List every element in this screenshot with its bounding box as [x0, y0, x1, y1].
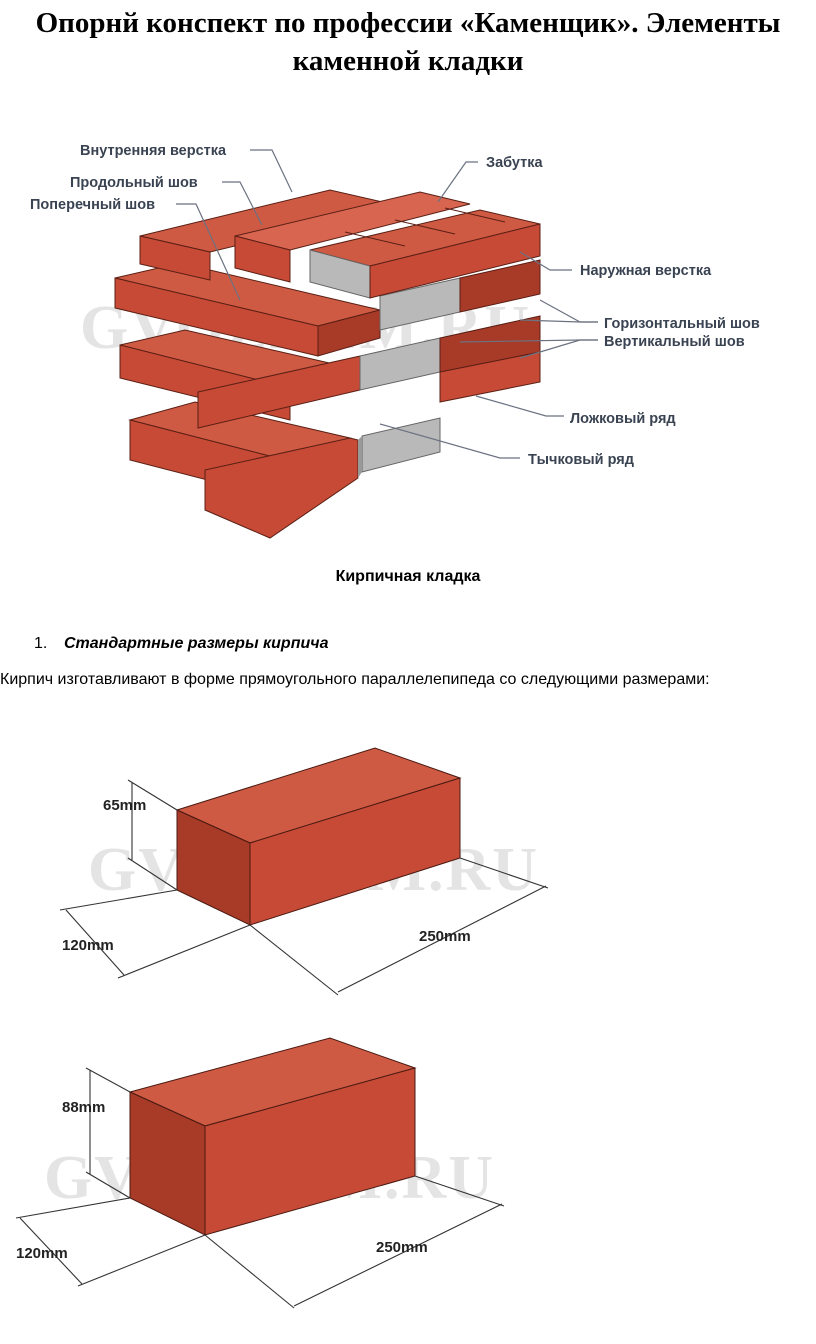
masonry-diagram: GVOZDEM.RU [30, 143, 760, 539]
brick-diagram-88: GVOZDEM.RU 88mm 120mm 250mm [15, 1037, 505, 1309]
masonry-figure: GVOZDEM.RU [0, 120, 816, 550]
dimension-width: 120mm [16, 1245, 68, 1262]
label-vertical-joint: Вертикальный шов [604, 334, 745, 350]
dimension-length: 250mm [419, 928, 471, 945]
label-inner-facing: Внутренняя верстка [80, 143, 227, 159]
course-upper [114, 259, 541, 357]
label-horizontal-joint: Горизонтальный шов [604, 316, 760, 332]
label-transverse-joint: Поперечный шов [30, 197, 155, 213]
course-middle [119, 315, 541, 429]
brick-diagram-65: GVOZDEM.RU 65mm 120mm 250mm [59, 747, 549, 996]
dimension-width: 120mm [62, 937, 114, 954]
page-title: Опорнй конспект по профессии «Каменщик».… [35, 7, 781, 77]
figure-caption: Кирпичная кладка [335, 568, 481, 585]
course-bottom [128, 401, 441, 539]
brick-figure-88: GVOZDEM.RU 88mm 120mm 250mm [0, 1030, 816, 1344]
list-number: 1. [34, 635, 48, 652]
body-paragraph: Кирпич изготавливают в форме прямоугольн… [0, 671, 710, 688]
brick-figure-65: GVOZDEM.RU 65mm 120mm 250mm [0, 740, 816, 1010]
course-top [139, 189, 541, 299]
label-backfill: Забутка [486, 155, 544, 171]
label-stretcher-course: Ложковый ряд [570, 411, 676, 427]
leader-lines [176, 149, 598, 459]
label-longitudinal-joint: Продольный шов [70, 175, 198, 191]
list-item: 1. Стандартные размеры кирпича [34, 633, 328, 655]
dimension-length: 250mm [376, 1239, 428, 1256]
label-outer-facing: Наружная верстка [580, 263, 712, 279]
dimension-lines [15, 1067, 505, 1309]
dimension-height: 65mm [103, 797, 146, 814]
dimension-lines [59, 779, 549, 996]
dimension-height: 88mm [62, 1099, 105, 1116]
list-heading: Стандартные размеры кирпича [64, 635, 329, 652]
label-header-course: Тычковый ряд [528, 452, 634, 468]
